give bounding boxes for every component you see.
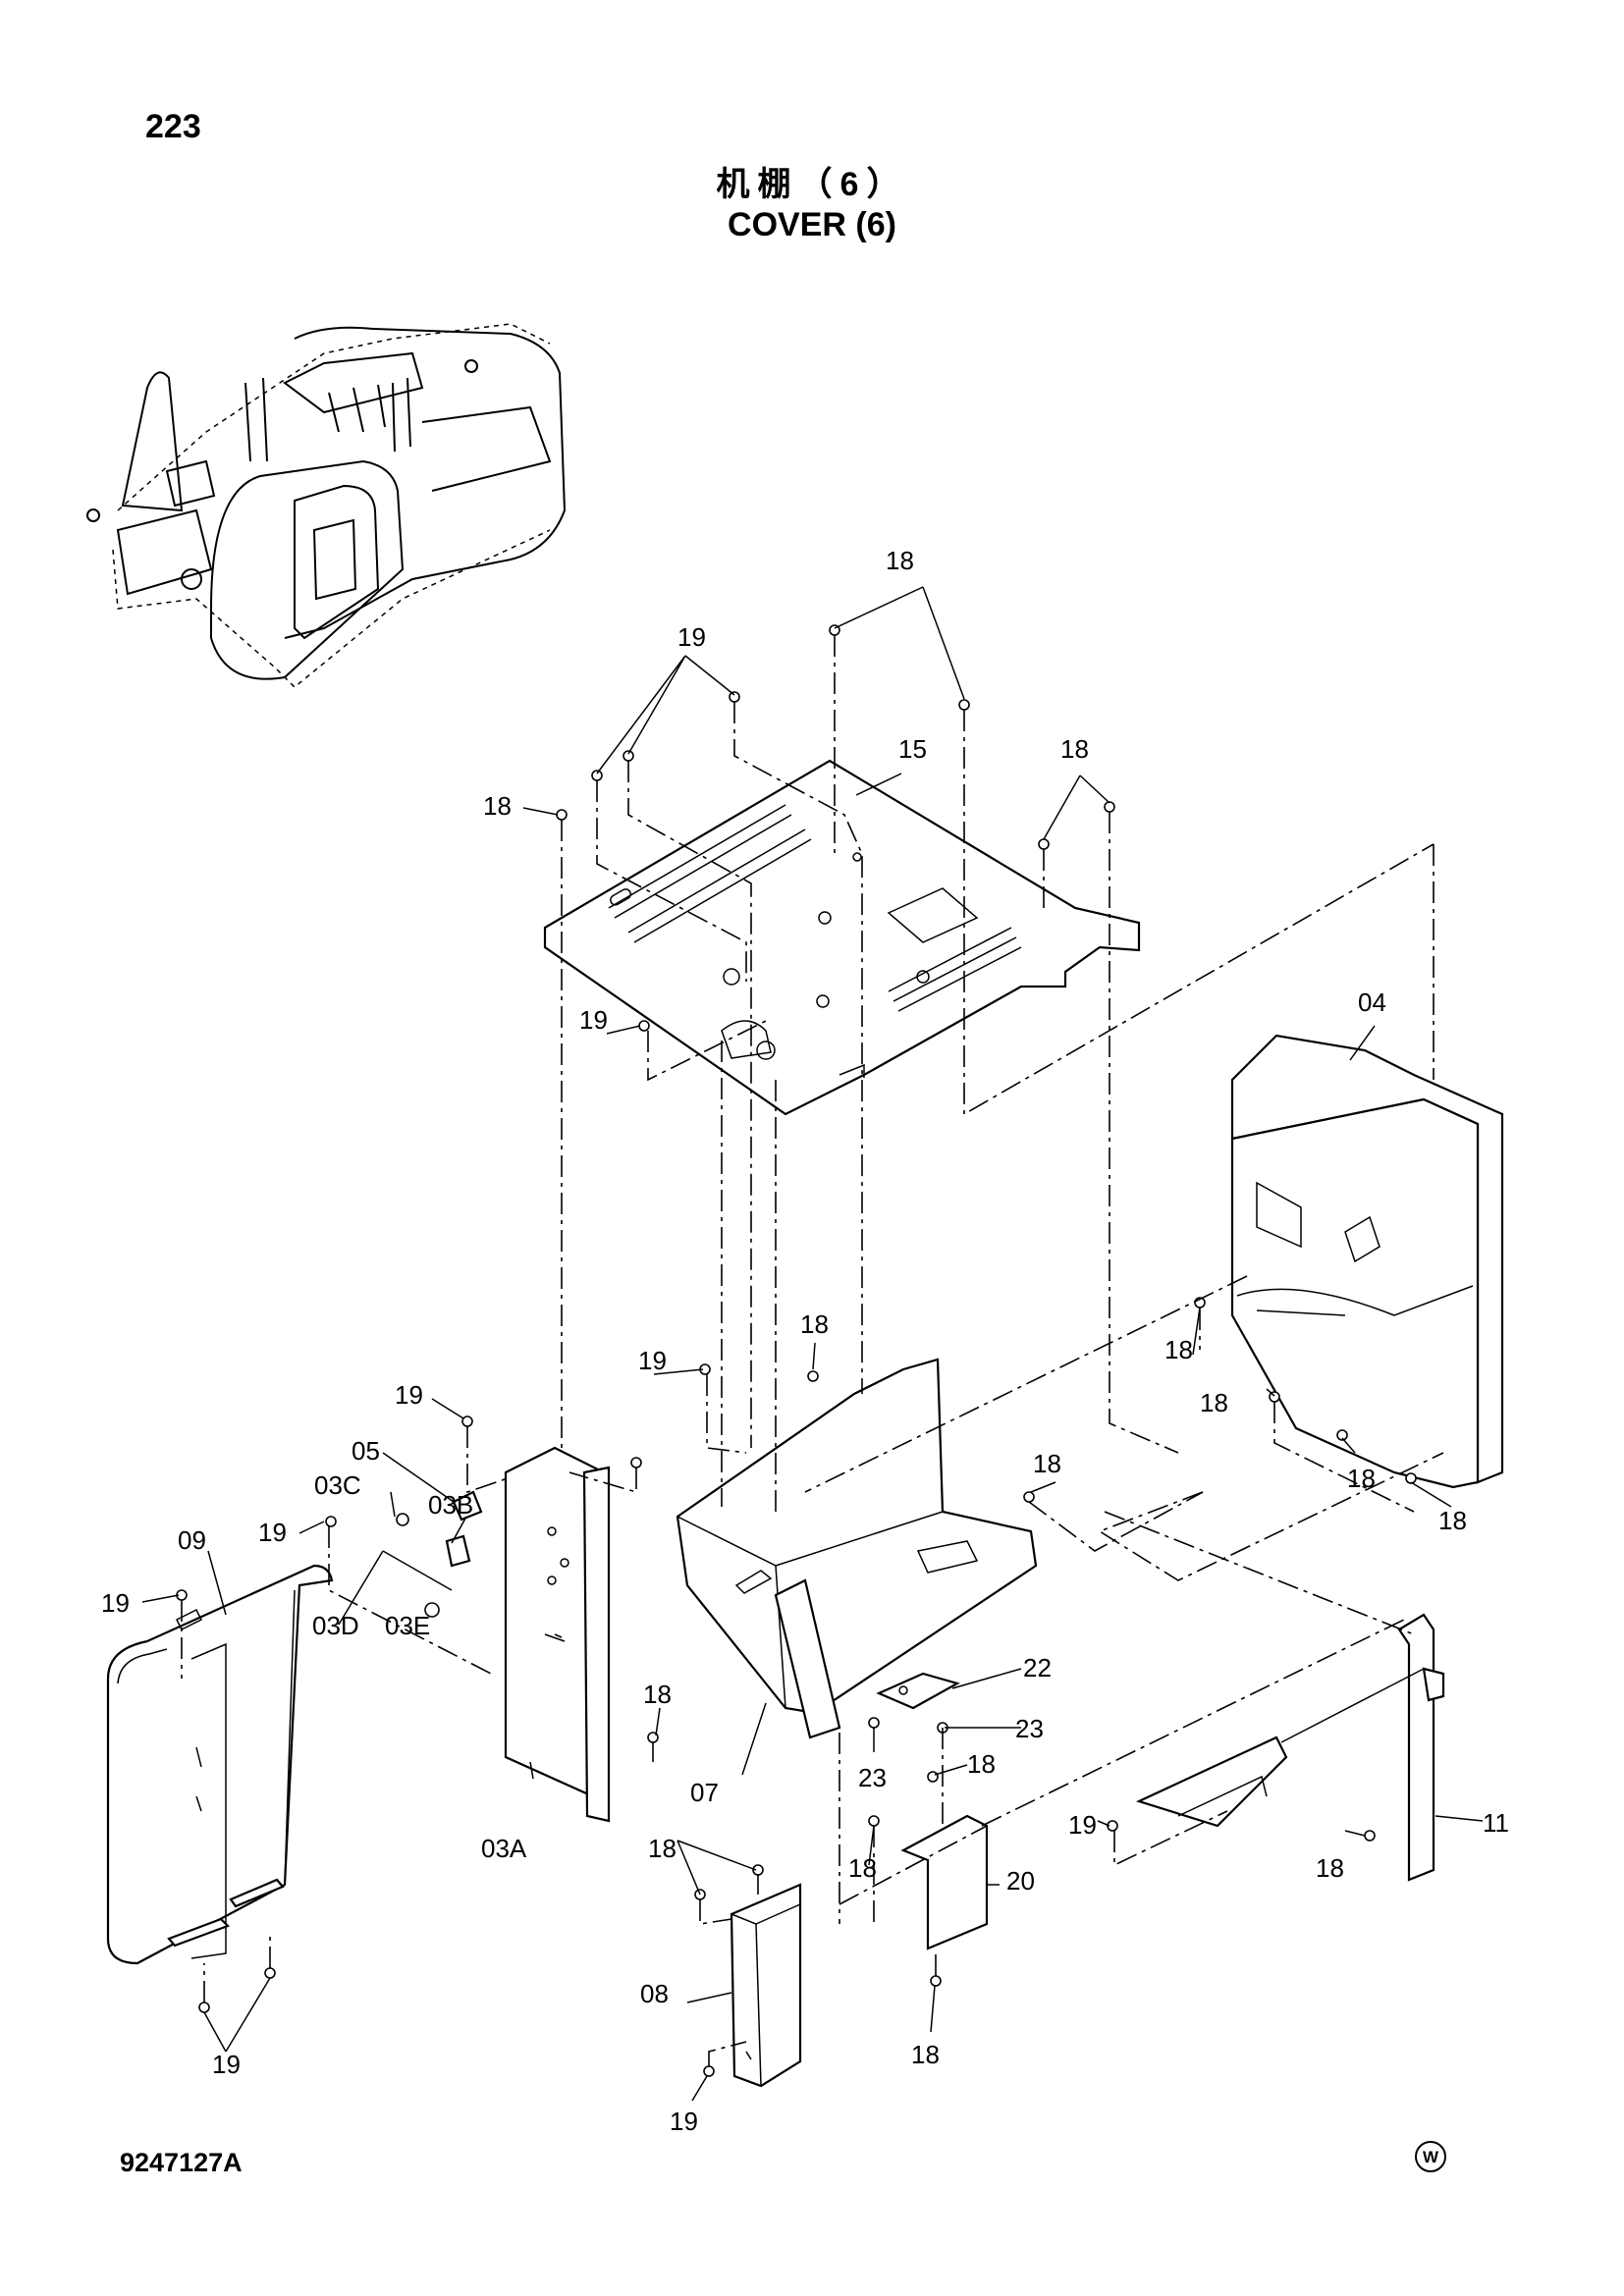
callout-18: 18	[483, 791, 512, 821]
callout-18: 18	[1347, 1464, 1376, 1493]
callout-18: 18	[648, 1834, 677, 1863]
part-20-plate	[900, 1814, 989, 1950]
callout-19: 19	[258, 1518, 287, 1547]
callout-19: 19	[101, 1588, 130, 1618]
callout-23: 23	[1015, 1714, 1044, 1743]
w-mark-icon: W	[1415, 2141, 1446, 2172]
callout-20: 20	[1006, 1866, 1035, 1896]
part-04-side-panel	[1230, 1034, 1504, 1489]
page-number: 223	[145, 108, 201, 145]
callout-15: 15	[898, 734, 927, 764]
callout-18: 18	[1164, 1335, 1193, 1364]
callout-18: 18	[848, 1853, 877, 1883]
callout-19: 19	[395, 1380, 423, 1410]
callout-08: 08	[640, 1979, 669, 2008]
callout-18: 18	[1060, 734, 1089, 764]
part-07-lower-cover	[676, 1358, 1038, 1739]
title-chinese: 机棚（6）	[716, 166, 908, 203]
callout-18: 18	[1438, 1506, 1467, 1535]
callout-03a: 03A	[481, 1834, 527, 1863]
callout-03c: 03C	[314, 1470, 361, 1500]
callout-03b: 03B	[428, 1490, 473, 1520]
callout-19: 19	[212, 2050, 241, 2079]
callout-22: 22	[1023, 1653, 1052, 1682]
title-english: COVER (6)	[728, 206, 896, 243]
callout-11: 11	[1483, 1808, 1509, 1838]
callout-18: 18	[800, 1309, 829, 1339]
callout-19: 19	[579, 1005, 608, 1035]
callout-03d: 03D	[312, 1611, 359, 1640]
callout-18: 18	[886, 546, 914, 575]
assembly-guide-lines	[181, 635, 1444, 2066]
part-22-small-plate	[876, 1672, 960, 1710]
callout-18: 18	[643, 1680, 672, 1709]
callout-18: 18	[1033, 1449, 1061, 1478]
callout-18: 18	[1316, 1853, 1344, 1883]
callout-23: 23	[858, 1763, 887, 1792]
part-08-bracket	[730, 1883, 802, 2088]
callout-19: 19	[638, 1346, 667, 1375]
small-brackets	[338, 1490, 483, 1626]
part-09-door-panel	[106, 1564, 334, 1965]
leader-lines	[141, 586, 1484, 2102]
part-03a-pillar	[504, 1446, 611, 1823]
callout-18: 18	[1200, 1388, 1228, 1417]
callout-18: 18	[967, 1749, 996, 1779]
machine-overview-inset	[86, 323, 567, 689]
callout-19: 19	[1068, 1810, 1097, 1840]
part-11-frame	[1135, 1613, 1445, 1882]
callout-05: 05	[352, 1436, 380, 1466]
part-callouts: 18 19 15 18 18 19 04 18 18 18 18 18 19 1…	[101, 546, 1509, 2136]
callout-09: 09	[178, 1525, 206, 1555]
callout-04: 04	[1358, 988, 1386, 1017]
drawing-id: 9247127A	[120, 2148, 243, 2177]
callout-19: 19	[677, 622, 706, 652]
callout-19: 19	[670, 2107, 698, 2136]
callout-03e: 03E	[385, 1611, 430, 1640]
callout-07: 07	[690, 1778, 719, 1807]
part-15-top-cover	[543, 759, 1141, 1116]
w-mark-letter: W	[1423, 2148, 1439, 2166]
callout-18: 18	[911, 2040, 940, 2069]
